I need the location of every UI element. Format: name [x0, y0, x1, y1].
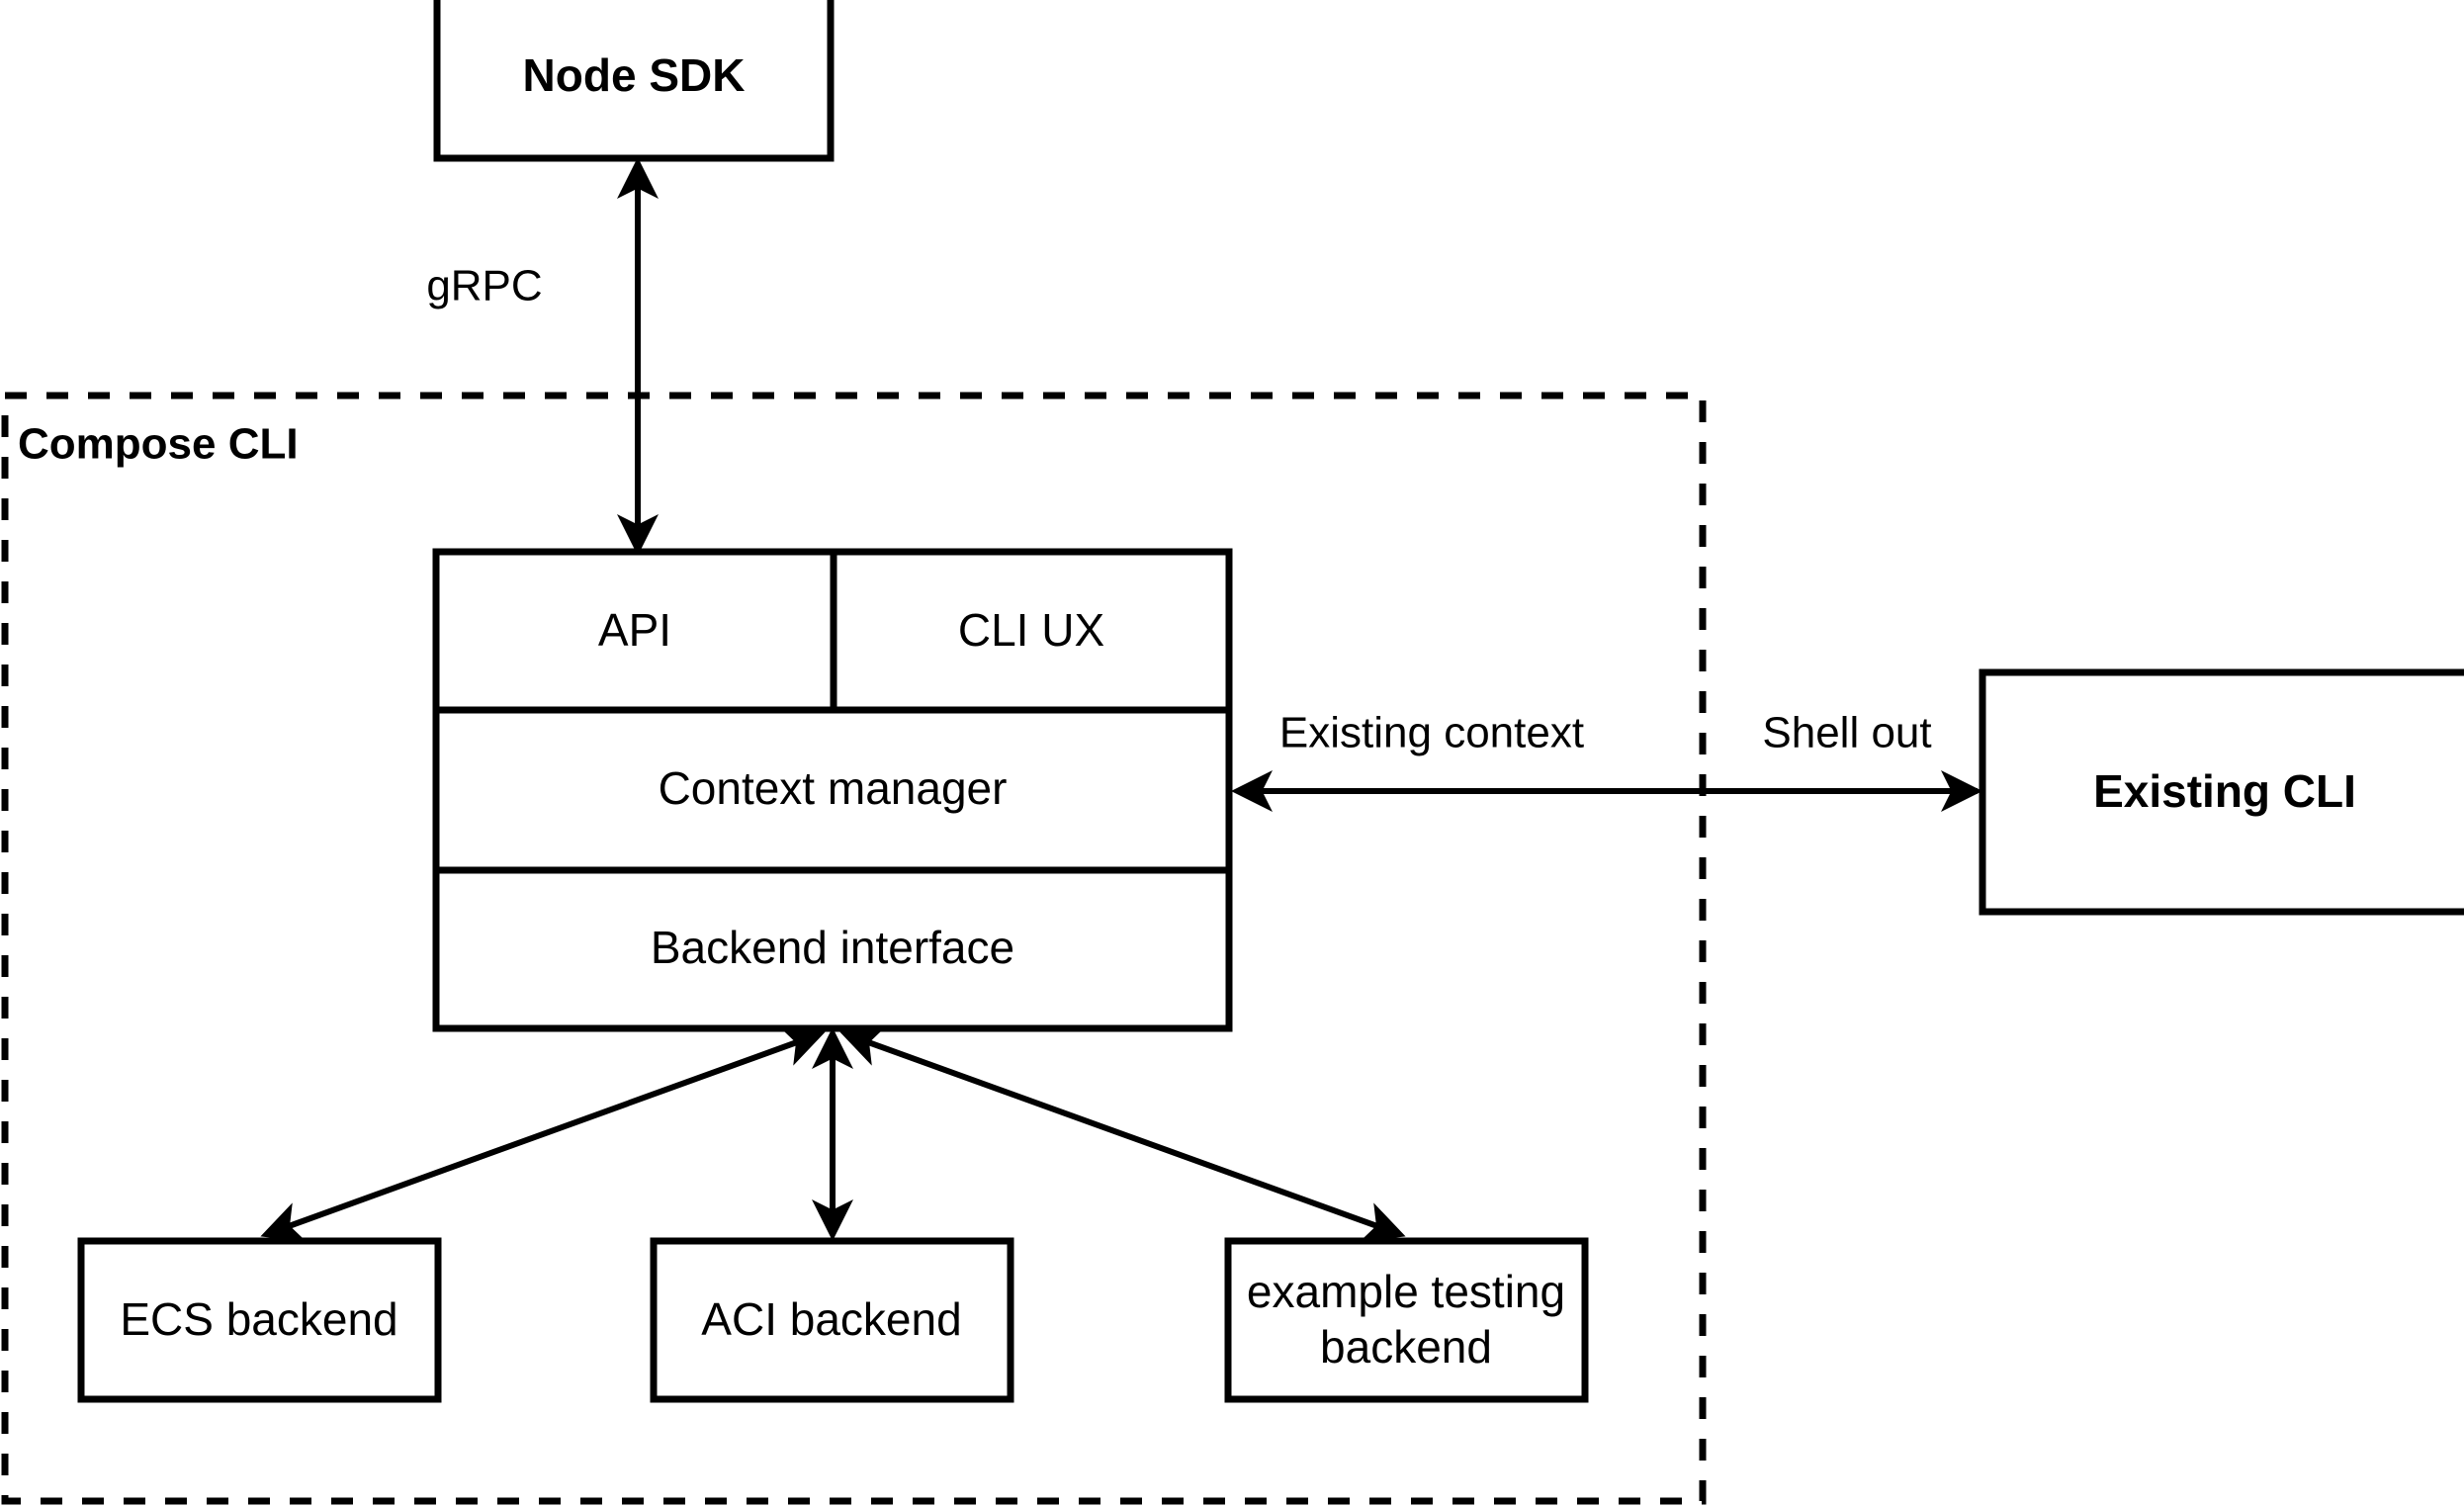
- example-testing-backend-label-line1: example testing: [1247, 1266, 1565, 1317]
- example-testing-backend-label-line2: backend: [1320, 1321, 1492, 1373]
- node-sdk-label: Node SDK: [523, 49, 746, 101]
- compose-cli-group-label: Compose CLI: [18, 420, 299, 469]
- ecs-backend-box[interactable]: [77, 1237, 442, 1403]
- cli-ux-label: CLI UX: [958, 604, 1104, 656]
- example-testing-backend-connector: [839, 1026, 1406, 1242]
- example-testing-backend-box[interactable]: [1224, 1237, 1589, 1403]
- ecs-backend-label: ECS backend: [120, 1293, 397, 1345]
- existing-context-edge-label: Existing context: [1279, 709, 1584, 757]
- existing-cli-label: Existing CLI: [2093, 765, 2356, 817]
- ecs-backend-connector: [260, 1026, 826, 1242]
- existing-cli-box[interactable]: [1979, 668, 2464, 916]
- shell-out-edge-label: Shell out: [1762, 709, 1931, 757]
- grpc-edge-label: gRPC: [426, 262, 542, 310]
- compose-cli-group-border: [1, 392, 1707, 1505]
- api-label: API: [598, 604, 671, 656]
- context-manager-label: Context manager: [659, 762, 1008, 814]
- backend-interface-label: Backend interface: [651, 922, 1014, 973]
- aci-backend-box[interactable]: [650, 1237, 1014, 1403]
- aci-backend-label: ACI backend: [701, 1293, 961, 1345]
